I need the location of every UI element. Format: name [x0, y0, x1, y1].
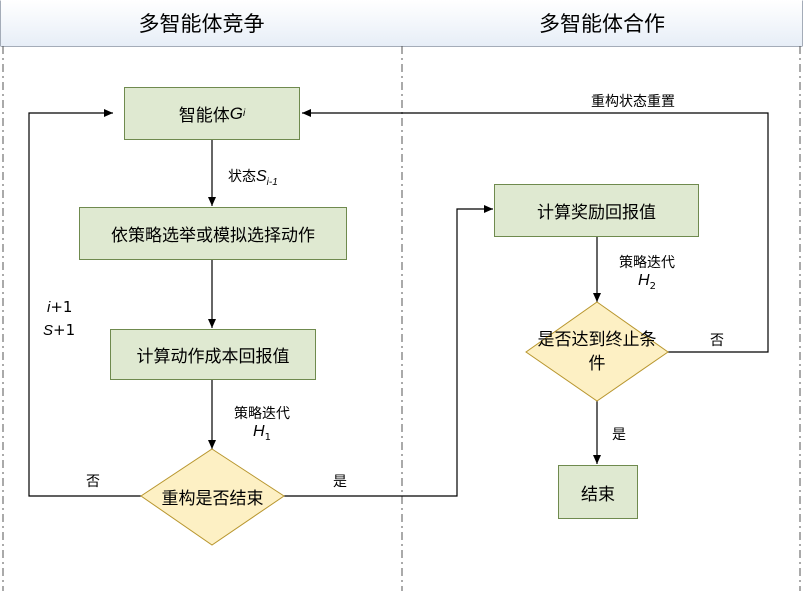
label-reset-state: 重构状态重置 [591, 94, 675, 110]
node-compute-reward: 计算奖励回报值 [494, 184, 699, 237]
node-agent-var: G [229, 103, 243, 123]
edge-reset-state [302, 109, 769, 353]
lane-header-competition: 多智能体竞争 [1, 0, 402, 46]
label-policy-iter-2-sub: 2 [649, 280, 656, 292]
label-no-right: 否 [710, 333, 724, 349]
label-policy-iter-1: 策略迭代 H1 [227, 405, 297, 447]
edge-loop-back [28, 109, 141, 497]
label-state: 状态Si-1 [228, 168, 278, 192]
label-policy-iter-1-text: 策略迭代 [234, 406, 290, 422]
label-state-text: 状态 [228, 169, 256, 185]
label-loop-i: i+1 [47, 298, 72, 317]
edge-to-cooperation [284, 205, 493, 497]
label-yes-middle: 是 [333, 474, 347, 490]
label-loop-i-var: i [47, 299, 51, 316]
node-compute-cost: 计算动作成本回报值 [110, 329, 316, 380]
label-loop-s: S+1 [43, 321, 75, 340]
decision-terminate-shape [525, 301, 669, 402]
label-yes-bottom: 是 [612, 427, 626, 443]
label-policy-iter-2-text: 策略迭代 [619, 255, 675, 271]
label-no-left: 否 [86, 474, 100, 490]
lane-header-cooperation: 多智能体合作 [402, 0, 802, 46]
node-select-action: 依策略选举或模拟选择动作 [79, 207, 347, 260]
node-decision-terminate: 是否达到终止条件 [537, 330, 657, 374]
label-policy-iter-1-sub: 1 [264, 431, 271, 443]
label-policy-iter-2-var: H [638, 272, 650, 289]
label-loop-s-text: +1 [53, 321, 76, 339]
node-agent-text: 智能体 [178, 106, 230, 126]
label-loop-s-var: S [43, 322, 54, 339]
label-loop-i-text: +1 [50, 298, 73, 316]
label-policy-iter-1-var: H [253, 423, 265, 440]
label-policy-iter-2: 策略迭代 H2 [612, 254, 682, 296]
decision-end-shape [140, 448, 285, 546]
label-state-var: S [256, 168, 267, 185]
node-decision-end: 重构是否结束 [161, 488, 264, 509]
node-agent-sub: i [243, 108, 246, 119]
node-end: 结束 [558, 465, 638, 519]
label-state-sub: i-1 [266, 176, 278, 188]
